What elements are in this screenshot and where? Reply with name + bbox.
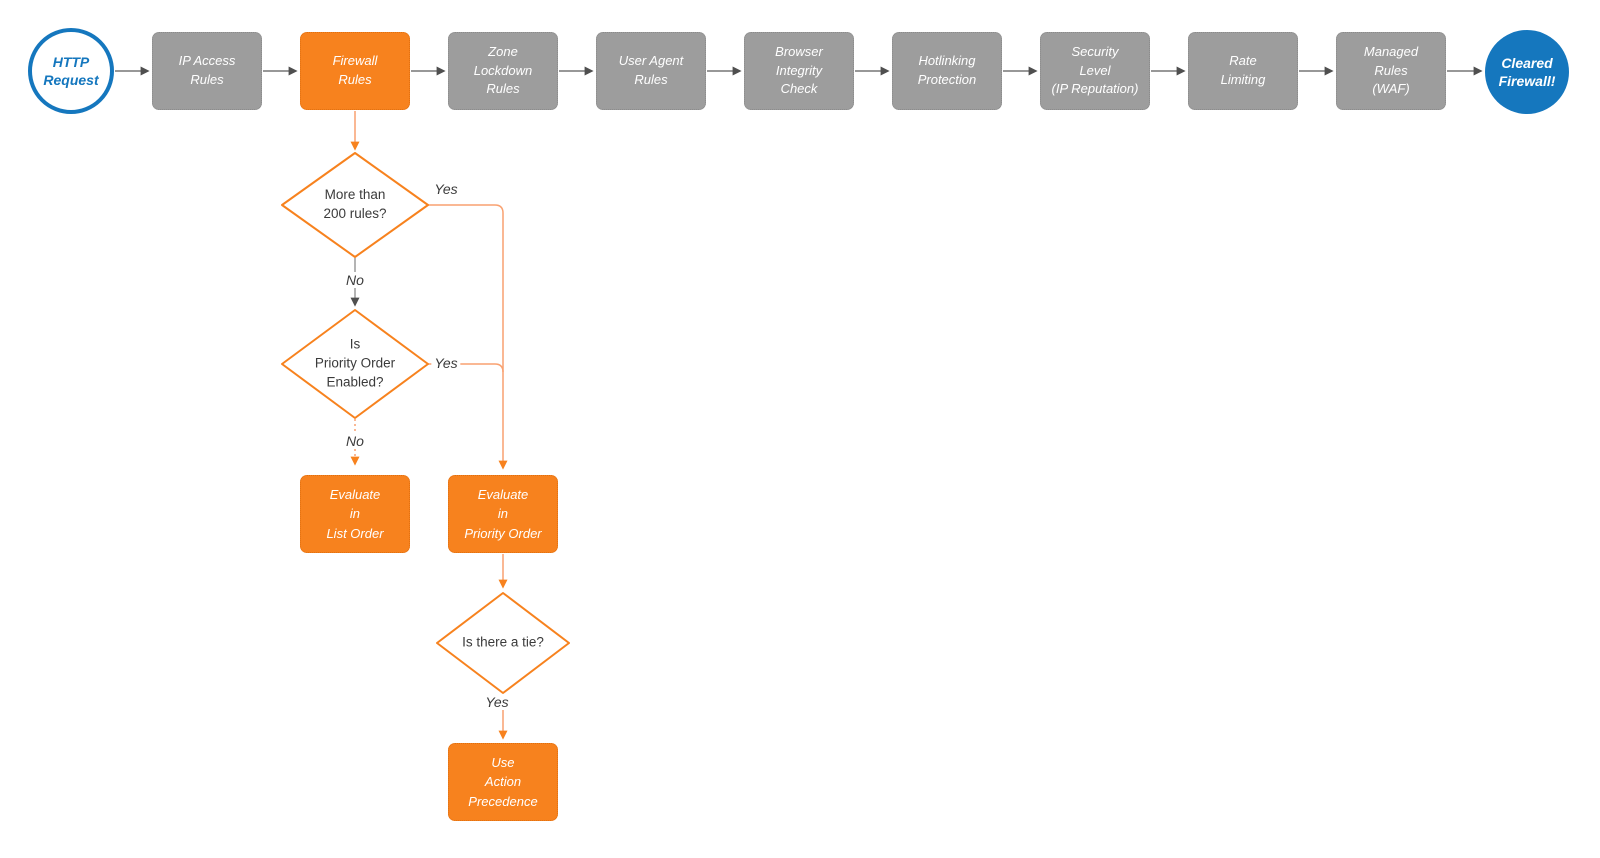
edge-label-decision3-yes: Yes — [482, 694, 512, 710]
edge-label-decision2-no: No — [343, 433, 367, 449]
edge-label-decision1-yes: Yes — [431, 181, 461, 197]
decision-tie-label: Is there a tie? — [462, 634, 544, 650]
stage-managed-rules-waf: Managed Rules (WAF) — [1336, 32, 1446, 110]
start-node-http-request: HTTP Request — [28, 28, 114, 114]
decision-priority-order-enabled-shape — [281, 309, 429, 419]
edge-label-decision1-no: No — [343, 272, 367, 288]
edge-decision2-yes — [428, 363, 504, 373]
decision-more-than-200-rules-label: More than 200 rules? — [323, 187, 387, 221]
action-evaluate-priority-order: Evaluate in Priority Order — [448, 475, 558, 553]
stage-browser-integrity-check: Browser Integrity Check — [744, 32, 854, 110]
stage-firewall-rules: Firewall Rules — [300, 32, 410, 110]
stage-ip-access-rules: IP Access Rules — [152, 32, 262, 110]
action-evaluate-list-order: Evaluate in List Order — [300, 475, 410, 553]
stage-user-agent-rules: User Agent Rules — [596, 32, 706, 110]
end-node-cleared-firewall: Cleared Firewall! — [1485, 30, 1569, 114]
decision-tie-shape — [436, 592, 570, 694]
decision-more-than-200-rules-shape — [281, 152, 429, 258]
edge-label-decision2-yes: Yes — [431, 355, 461, 371]
stage-security-level: Security Level (IP Reputation) — [1040, 32, 1150, 110]
decision-priority-order-enabled-label: Is Priority Order Enabled? — [314, 336, 396, 390]
stage-hotlinking-protection: Hotlinking Protection — [892, 32, 1002, 110]
stage-zone-lockdown-rules: Zone Lockdown Rules — [448, 32, 558, 110]
action-use-action-precedence: Use Action Precedence — [448, 743, 558, 821]
edge-decision1-yes — [428, 204, 508, 470]
stage-rate-limiting: Rate Limiting — [1188, 32, 1298, 110]
